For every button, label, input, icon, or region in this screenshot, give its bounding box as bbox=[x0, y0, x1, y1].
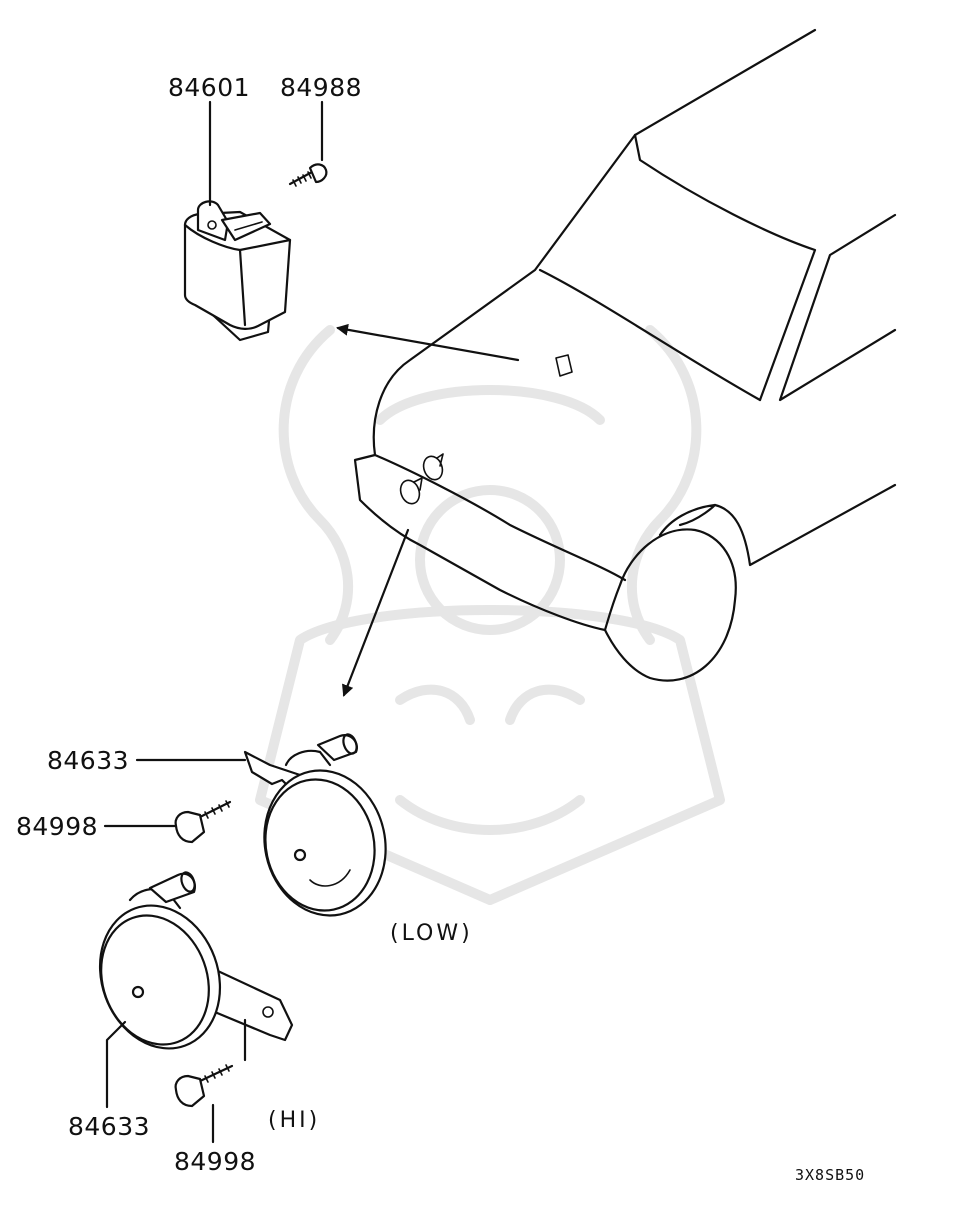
label-bolt-low: 84998 bbox=[16, 812, 98, 841]
screw-84988 bbox=[288, 163, 328, 187]
label-bracket-hi: 84633 bbox=[68, 1112, 150, 1141]
diagram-code: 3X8SB50 bbox=[795, 1166, 865, 1184]
horn-hi bbox=[98, 871, 294, 1050]
horn-mount-location bbox=[399, 453, 444, 505]
label-relay: 84601 bbox=[168, 73, 250, 102]
leader-lines bbox=[103, 100, 324, 1144]
vehicle-outline bbox=[353, 28, 897, 682]
horn-low bbox=[243, 733, 387, 917]
label-screw: 84988 bbox=[280, 73, 362, 102]
watermark-emblem bbox=[255, 325, 725, 905]
bolt-hi bbox=[174, 1064, 234, 1108]
label-bolt-hi: 84998 bbox=[174, 1147, 256, 1176]
horn-relay bbox=[183, 200, 292, 342]
bolt-low bbox=[174, 800, 232, 844]
label-hi: (HI) bbox=[268, 1108, 320, 1133]
label-low: (LOW) bbox=[390, 921, 473, 946]
horn-location-arrow bbox=[342, 528, 410, 697]
label-bracket-low: 84633 bbox=[47, 746, 129, 775]
relay-location-arrow bbox=[336, 323, 520, 362]
